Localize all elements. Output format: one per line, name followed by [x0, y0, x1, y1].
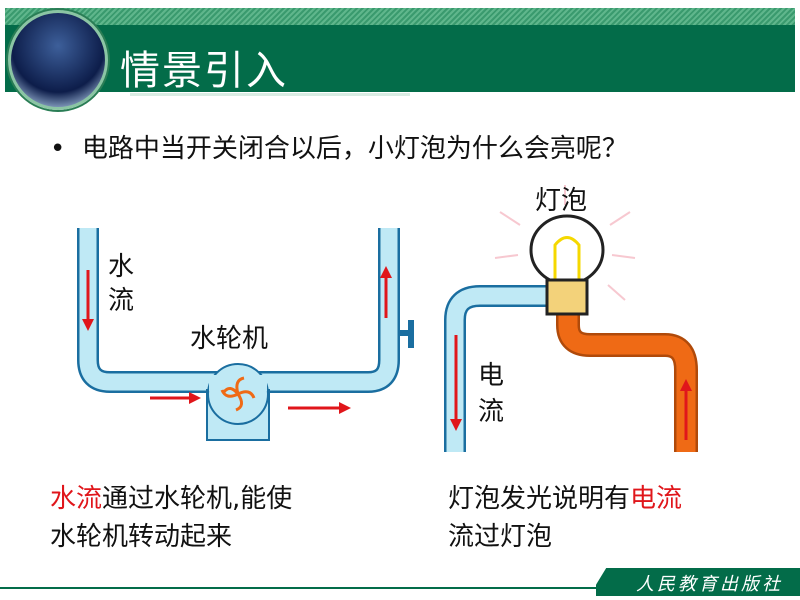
current-pipe-orange: [556, 312, 698, 452]
water-flow-label-1: 水: [108, 252, 135, 282]
caption-left-line2: 水轮机转动起来: [50, 522, 233, 552]
valve-icon: [398, 320, 414, 348]
question-text: 电路中当开关闭合以后，小灯泡为什么会亮呢？: [81, 134, 628, 164]
header-underline: [130, 93, 410, 96]
bulb-icon: [529, 214, 605, 316]
caption-right-highlight: 电流: [630, 484, 683, 514]
bullet-question: • 电路中当开关闭合以后，小灯泡为什么会亮呢？: [50, 134, 628, 164]
bulb-rays: [494, 185, 636, 301]
water-flow-label-2: 流: [108, 286, 135, 316]
satellite-emblem-icon: [8, 10, 108, 110]
current-label: 电流: [478, 358, 504, 430]
caption-right-line2: 流过灯泡: [448, 522, 553, 552]
caption-right-line1: 灯泡发光说明有: [448, 484, 631, 514]
current-arrows: [450, 335, 692, 440]
water-flow-label: 水流: [108, 250, 134, 318]
caption-left-line1: 通过水轮机,能使: [102, 484, 293, 514]
water-arrows: [82, 266, 392, 414]
publisher-logo: 人民教育出版社: [596, 568, 800, 596]
caption-right: 灯泡发光说明有电流 流过灯泡: [448, 480, 682, 556]
footer-line: [0, 587, 600, 589]
publisher-name: 人民教育出版社: [636, 574, 783, 595]
current-label-1: 电: [478, 361, 505, 391]
page-title: 情景引入: [120, 48, 288, 94]
current-label-2: 流: [478, 397, 505, 427]
header-stripe: [5, 8, 795, 25]
caption-left: 水流通过水轮机,能使 水轮机转动起来: [50, 480, 292, 556]
caption-left-highlight: 水流: [50, 484, 103, 514]
header-bar: [5, 25, 795, 92]
turbine: [206, 363, 270, 441]
turbine-label: 水轮机: [190, 324, 269, 354]
turbine-blades-icon: [220, 376, 256, 412]
current-pipe-blue: [444, 285, 548, 452]
bulb-label: 灯泡: [535, 186, 588, 216]
